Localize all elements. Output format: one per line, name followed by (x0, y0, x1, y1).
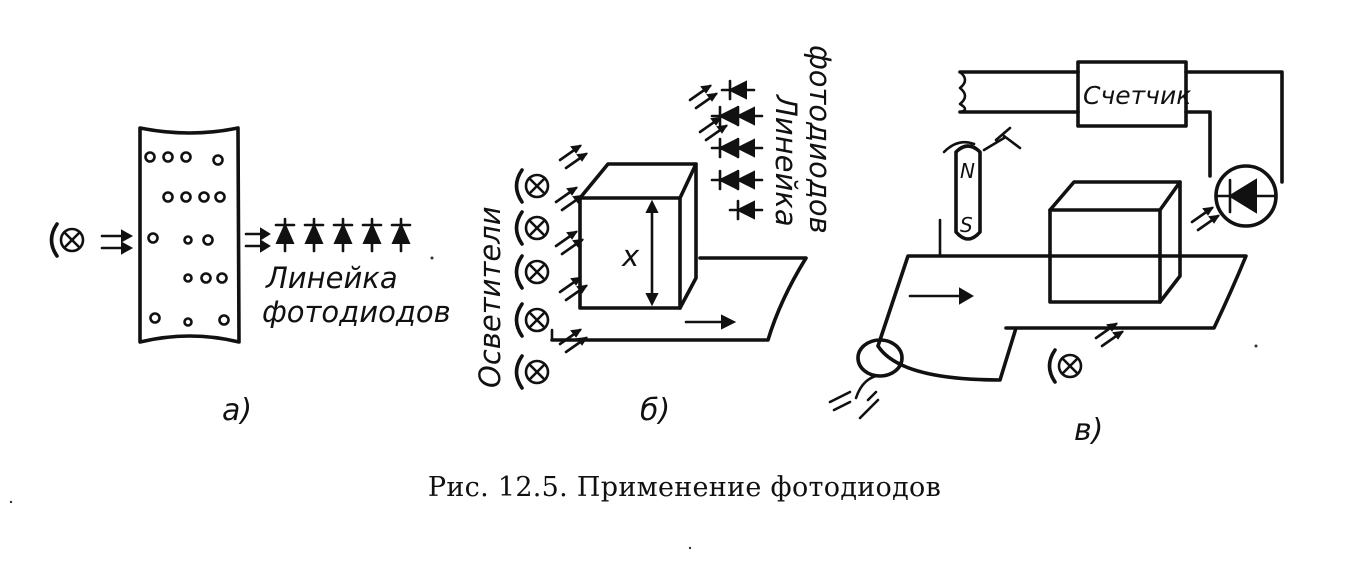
counter-label: Счетчик (1083, 81, 1191, 110)
photodiode-line-icon (274, 217, 412, 253)
photodiode-sensor-icon (1214, 164, 1278, 228)
figure-caption: Рис. 12.5. Применение фотодиодов (427, 472, 942, 503)
counter-wiring (958, 70, 1284, 184)
belt-conveyor (876, 254, 1248, 382)
panel-c-label: в) (1074, 413, 1103, 448)
magnet-north: N (960, 159, 975, 183)
panel-c: Счетчик N S (828, 60, 1284, 448)
panel-b: Осветители (473, 45, 837, 428)
magnet: N S (942, 126, 1022, 241)
conveyor-belt (550, 256, 808, 342)
drive-roller (856, 338, 904, 378)
photodiode-column-icon (710, 79, 764, 221)
photodiode-line-label-2: фотодиодов (262, 295, 451, 329)
photodiode-line-label-1: Линейка (265, 261, 398, 295)
panel-a-label: а) (222, 393, 252, 428)
light-arrows-in (100, 229, 134, 255)
measured-object: x (578, 162, 698, 310)
illuminator-column (514, 168, 550, 390)
panel-a: Линейка фотодиодов а) (49, 126, 451, 428)
panel-b-label: б) (640, 393, 670, 428)
light-ray (1190, 206, 1220, 232)
dimension-label: x (621, 239, 640, 273)
illuminator-icon (1047, 348, 1083, 384)
counted-object (1048, 180, 1182, 304)
illuminator-icon (49, 222, 85, 258)
counter-box (1076, 60, 1188, 128)
punched-card (138, 126, 241, 344)
light-arrows-out (244, 227, 271, 253)
magnet-south: S (960, 213, 973, 237)
photodiode-line-label-2: фотодиодов (803, 45, 837, 234)
illuminators-label: Осветители (473, 206, 507, 388)
photodiode-line-label-1: Линейка (769, 94, 803, 227)
card-holes (144, 151, 230, 327)
